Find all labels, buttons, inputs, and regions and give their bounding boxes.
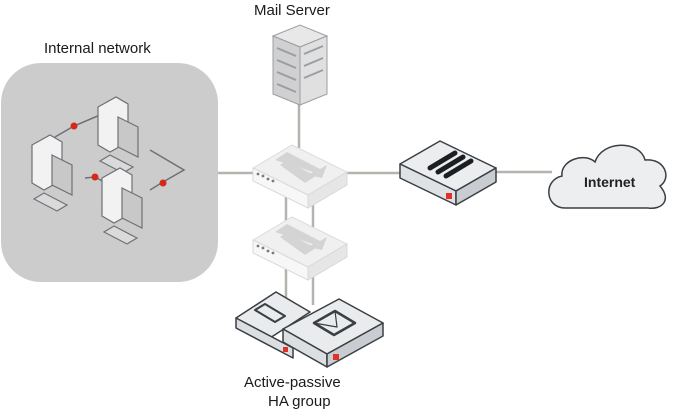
- node-dot: [70, 122, 78, 130]
- mail-server-label: Mail Server: [254, 2, 330, 19]
- ha-group-label-line1: Active-passive: [244, 374, 341, 391]
- lan-node-dots: [70, 122, 167, 187]
- mail-server-icon: [271, 24, 329, 106]
- switch-icon: [251, 144, 349, 281]
- node-dot: [159, 179, 167, 187]
- internal-network-label: Internal network: [44, 40, 151, 57]
- internet-cloud-icon: [548, 144, 667, 209]
- ha-group-label-line2: HA group: [268, 393, 331, 410]
- mail-appliance-icon: [235, 291, 384, 368]
- node-dot: [91, 173, 99, 181]
- internal-network-zone: [1, 63, 218, 282]
- computer-icon: [31, 96, 143, 245]
- links: [218, 104, 552, 305]
- internet-label: Internet: [584, 174, 636, 190]
- firewall-icon: [399, 140, 497, 206]
